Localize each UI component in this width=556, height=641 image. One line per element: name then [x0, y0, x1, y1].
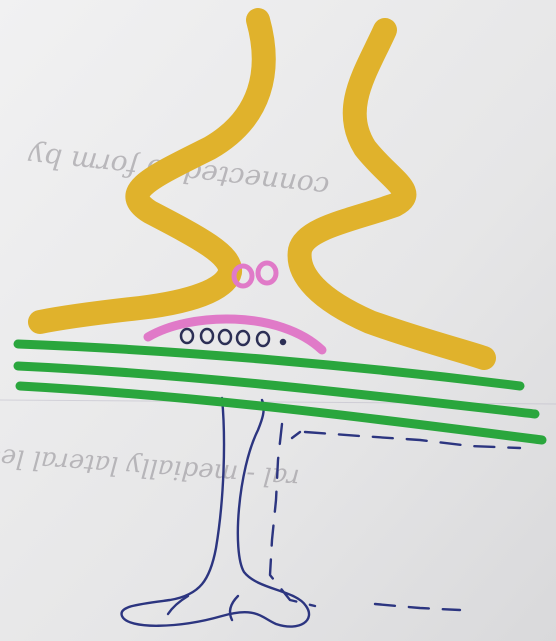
dot	[281, 340, 285, 344]
